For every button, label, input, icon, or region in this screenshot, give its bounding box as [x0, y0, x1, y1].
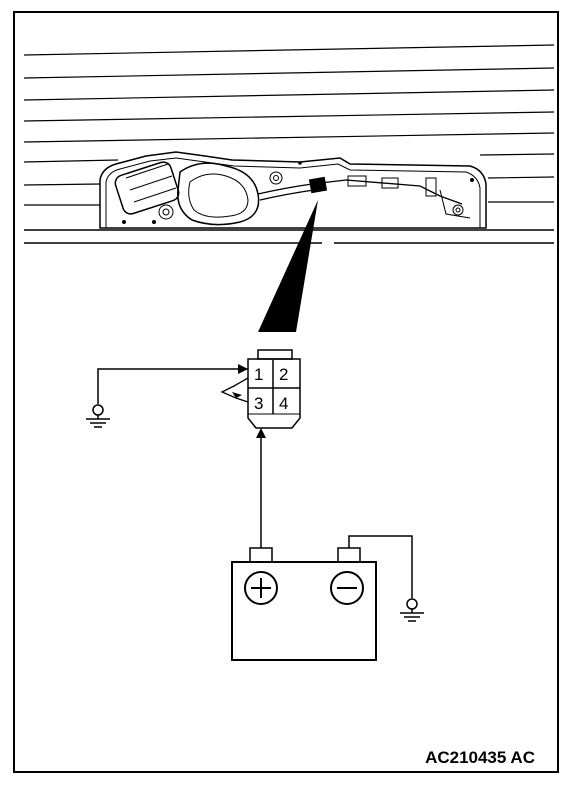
- positive-symbol-label: +: [0, 0, 1, 1]
- positive-terminal: [249, 547, 273, 563]
- pin-2-label: 2: [279, 365, 288, 384]
- diagram-frame: [13, 11, 559, 773]
- ground-symbol: [400, 598, 424, 622]
- battery-symbol: + −: [0, 0, 377, 661]
- connector-symbol: 1 2 3 4: [247, 349, 301, 429]
- negative-wire: [348, 535, 413, 598]
- pin-1-label: 1: [254, 365, 263, 384]
- zoom-pointer: [258, 200, 318, 332]
- jumper-wire: [220, 377, 249, 403]
- glass-lines: [23, 44, 555, 206]
- reference-code: AC210435 AC: [425, 748, 535, 767]
- pin-4-label: 4: [279, 394, 288, 413]
- negative-symbol-label: −: [0, 0, 1, 1]
- ground-wire: [97, 364, 248, 404]
- panel-lines: [24, 229, 554, 244]
- wiper-motor-illustration: [23, 44, 555, 244]
- positive-wire: [256, 428, 266, 548]
- ground-symbol: [86, 404, 110, 428]
- pin-3-label: 3: [254, 394, 263, 413]
